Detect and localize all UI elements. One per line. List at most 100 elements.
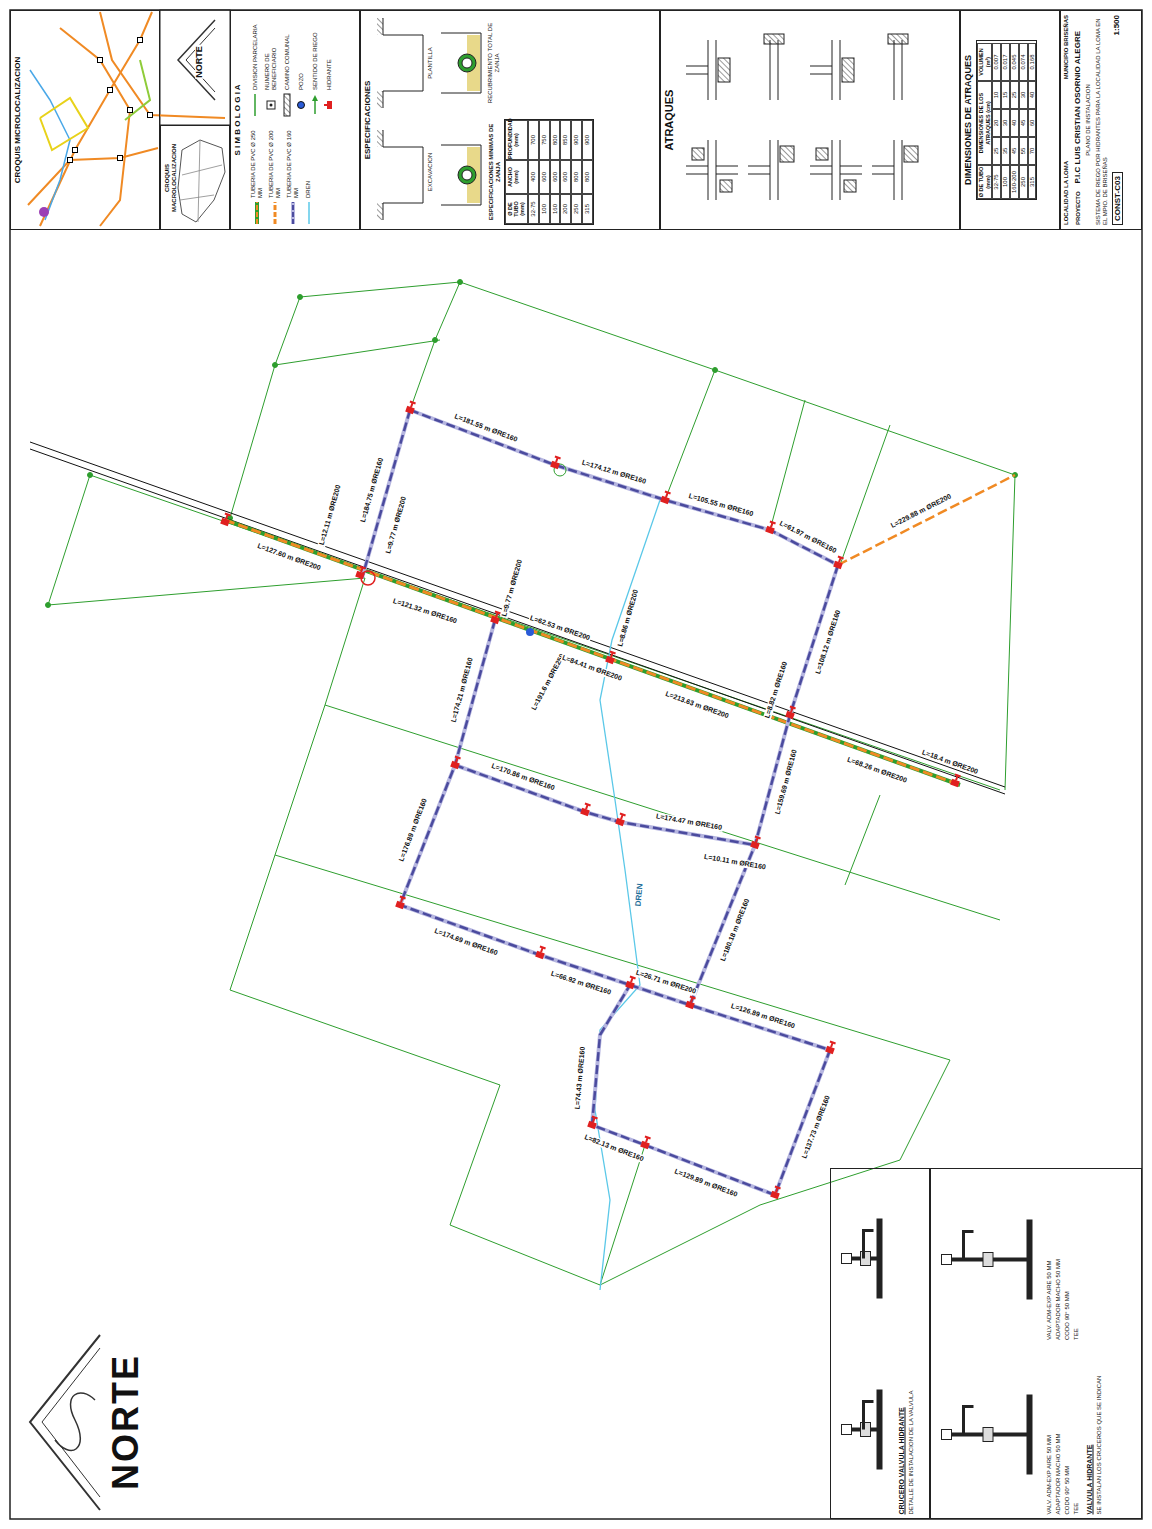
- parcel-boundary: [845, 795, 880, 885]
- swatch-shape: [312, 95, 318, 101]
- logo-text: NORTE: [195, 45, 205, 79]
- survey-point: [433, 338, 438, 343]
- title-field: PROYECTO: [1075, 191, 1082, 225]
- legend-swatch: [270, 201, 280, 225]
- panel-frame: LOCALIDAD LA LOMAMUNICIPIO BRISEÑASPROYE…: [1061, 11, 1141, 229]
- survey-point: [713, 368, 718, 373]
- detail-column: VALV. ADM-EXP AIRE 50 MMADAPTADOR MACHO …: [933, 1173, 1079, 1340]
- hydrant-stem: [690, 996, 696, 998]
- hydrant-symbol: [355, 566, 366, 579]
- parcel-boundary: [230, 990, 500, 1085]
- hydrant-body: [625, 981, 635, 989]
- road: [100, 12, 225, 118]
- thrust-block-panel: ATRAQUES: [660, 10, 960, 230]
- pipe-wall: [872, 174, 894, 175]
- table-cell: 45: [1019, 109, 1028, 137]
- pipe-wall: [716, 166, 738, 167]
- hydrant-symbol: [587, 1116, 598, 1129]
- hydrant-stem: [400, 896, 406, 898]
- fitting-sketch: [686, 40, 730, 100]
- swatch-line: [308, 202, 310, 224]
- location-panel: CROQUIS MICROLOCALIZACION: [10, 10, 160, 230]
- fitting-sketch: [748, 140, 794, 200]
- panel-frame: S I M B O L O G I ATUBERIA DE PVC Ø 250 …: [231, 11, 359, 229]
- pipe-wall: [777, 40, 778, 100]
- pipe-wall: [686, 174, 708, 175]
- hydrant-body: [833, 561, 843, 569]
- parcel-boundary: [300, 282, 460, 297]
- panel-heading: ESPECIFICACIONES: [363, 15, 372, 225]
- title-row: PROYECTOP.I.C LUIS CRISTIAN OSORNIO ALEG…: [1073, 15, 1082, 225]
- part-label: ADAPTADOR MACHO 50 MM: [1054, 1173, 1061, 1340]
- thrust-block: [764, 34, 784, 44]
- parcel-boundary: [275, 855, 950, 1060]
- legend-swatch: [324, 93, 334, 117]
- lateral-pipe: [410, 410, 838, 565]
- table-header: DIMENSIONES DE LOS ATRAQUES (cm): [977, 81, 992, 165]
- legend-text: POZO: [298, 73, 305, 90]
- hydrant-body: [450, 761, 460, 769]
- legend-text: DREN: [305, 181, 312, 198]
- swatch-shape: [297, 102, 304, 109]
- title-field: MUNICIPIO BRISEÑAS: [1063, 15, 1070, 79]
- hydrant-body: [395, 901, 405, 909]
- pipe-wall: [810, 174, 832, 175]
- part-label: TEE: [1072, 1348, 1079, 1515]
- table-cell: 32-75: [528, 194, 539, 224]
- ground-hatch: [377, 18, 383, 35]
- pipe-label: L=174.69 m ØRE160: [432, 927, 499, 958]
- pipe-wall: [839, 40, 840, 100]
- legend-panel: S I M B O L O G I ATUBERIA DE PVC Ø 250 …: [230, 10, 360, 230]
- pipe-bed-sketch: [437, 125, 485, 225]
- table-cell: 45: [1010, 137, 1019, 165]
- logo-mark: [42, 1348, 100, 1497]
- hydrant-stem: [592, 1116, 598, 1118]
- pipe-wall: [893, 140, 894, 200]
- panel-border: [160, 10, 230, 125]
- pipe-wall: [707, 40, 708, 100]
- hydrant-body: [615, 818, 625, 826]
- panel-frame: CRUCERO VALVULA HIDRANTEDETALLE DE INSTA…: [831, 1169, 929, 1518]
- pipe-label: L=174.12 m ØRE160: [580, 458, 648, 485]
- hydrant-symbol: [395, 896, 406, 909]
- table-cell: 600: [550, 160, 561, 194]
- pipe-wall: [716, 174, 738, 175]
- drawing-scale: 1:500: [1112, 15, 1123, 35]
- hydrant-symbol: [580, 803, 591, 816]
- pipe-section: [462, 170, 472, 180]
- table-header: Ø DE TUBO (mm): [977, 165, 992, 199]
- hydrant-body: [550, 461, 560, 469]
- hydrant-stem: [620, 813, 626, 815]
- spec-columns: EXCAVACIONESPECIFICACIONES MINIMAS DE ZA…: [375, 15, 594, 225]
- panel-frame: ATRAQUES: [661, 11, 959, 229]
- pipe-wall: [777, 140, 778, 200]
- hydrant-stem: [630, 976, 636, 978]
- hydrant-body: [950, 779, 960, 787]
- road-edge: [30, 442, 1005, 787]
- logo-text: NORTE: [106, 1353, 146, 1491]
- pipe-label: L=108.12 m ØRE160: [814, 608, 843, 676]
- hydrant-stem: [790, 706, 796, 708]
- valve-head: [941, 1255, 951, 1265]
- pipe-label: L=129.89 m ØRE160: [673, 1167, 740, 1199]
- table-cell: 200: [560, 194, 571, 224]
- pipe-label: L=180.18 m ØRE160: [719, 897, 752, 964]
- thrust-block: [842, 58, 854, 82]
- hydrant-symbol: [785, 706, 796, 719]
- town-marker: [68, 158, 73, 163]
- lateral-pipe: [410, 410, 838, 565]
- ground-hatch: [377, 130, 383, 147]
- thrust-block: [904, 146, 918, 162]
- pipe-wall: [831, 140, 832, 200]
- detail-drawings: [833, 1173, 893, 1514]
- pipe-bed-sketch: [437, 13, 485, 113]
- table-cell: 0.074: [1019, 43, 1028, 81]
- table-cell: 800: [571, 160, 582, 194]
- fitting-sketch: [764, 34, 784, 100]
- hydrant-body: [785, 711, 795, 719]
- lateral-pipe: [400, 620, 630, 985]
- ground-hatch: [377, 91, 383, 108]
- hydrant-stem: [225, 513, 231, 515]
- legend-item: TUBERIA DE PVC Ø 200 MM: [268, 123, 282, 225]
